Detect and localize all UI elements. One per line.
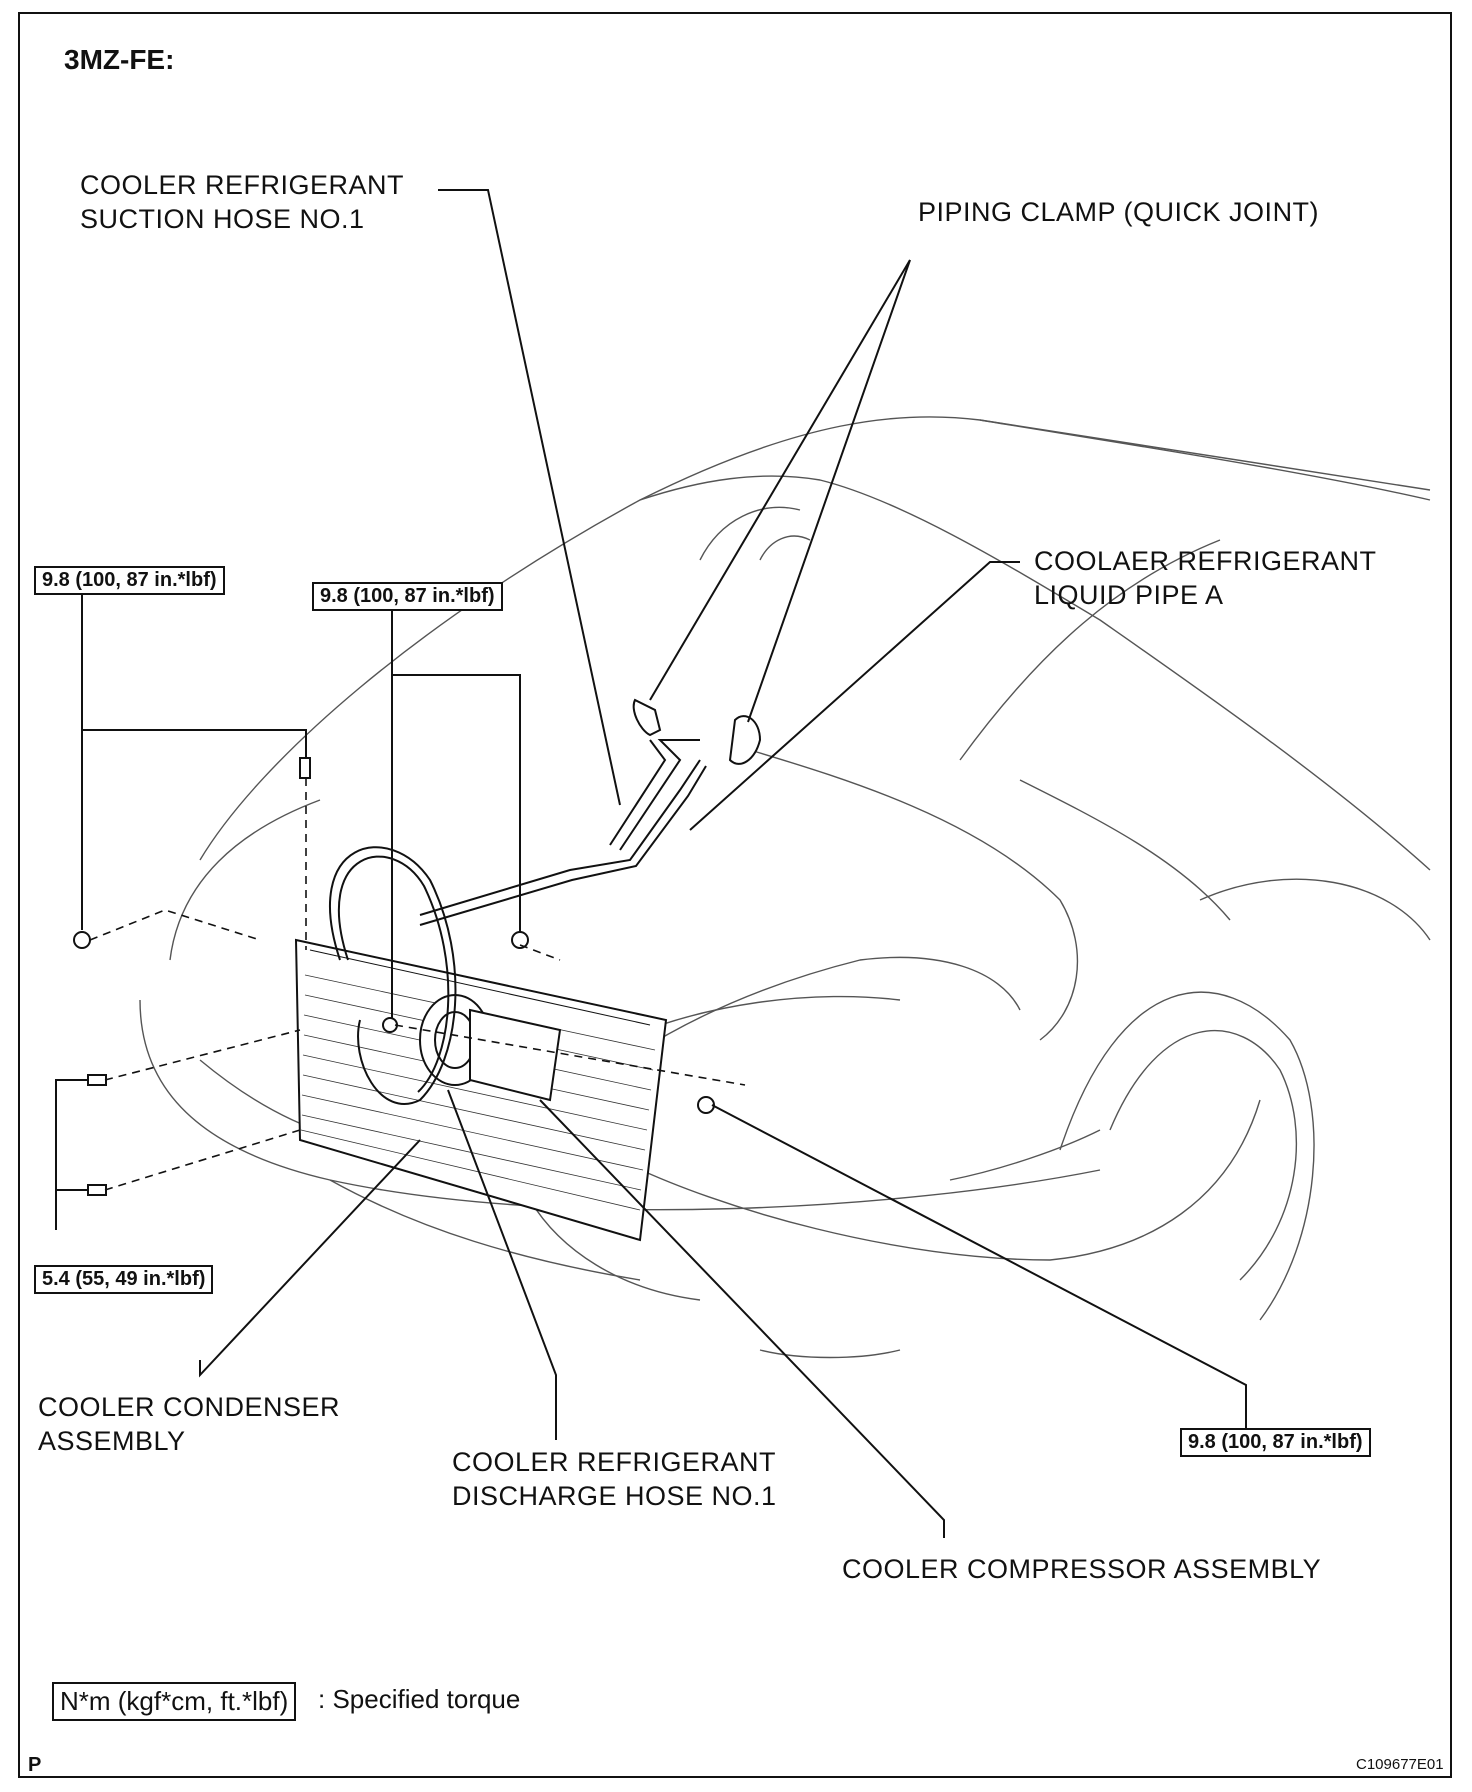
- torque-spec-center-top: 9.8 (100, 87 in.*lbf): [312, 582, 503, 611]
- engine-heading: 3MZ-FE:: [64, 44, 175, 75]
- piping-clamps: [632, 698, 762, 765]
- legend-torque-text: : Specified torque: [318, 1684, 521, 1714]
- leader-lines: [55, 189, 1247, 1538]
- label-condenser: COOLER CONDENSER ASSEMBLY: [38, 1392, 341, 1456]
- torque-spec-left-bottom: 5.4 (55, 49 in.*lbf): [34, 1265, 214, 1294]
- torque-spec-left-top: 9.8 (100, 87 in.*lbf): [34, 566, 225, 595]
- corner-letter: P: [28, 1754, 42, 1776]
- label-piping-clamp: PIPING CLAMP (QUICK JOINT): [918, 197, 1320, 227]
- label-liquid-pipe: COOLAER REFRIGERANT LIQUID PIPE A: [1034, 546, 1377, 610]
- label-suction-hose: COOLER REFRIGERANT SUCTION HOSE NO.1: [80, 170, 405, 234]
- diagram-frame: [18, 12, 1452, 1778]
- torque-spec-right: 9.8 (100, 87 in.*lbf): [1180, 1428, 1371, 1457]
- fasteners: [73, 757, 715, 1196]
- install-paths: [89, 778, 746, 1191]
- label-compressor: COOLER COMPRESSOR ASSEMBLY: [842, 1554, 1322, 1584]
- figure-code: C109677E01: [1356, 1756, 1444, 1773]
- car-outline: [139, 416, 1431, 1359]
- legend-torque-box: N*m (kgf*cm, ft.*lbf): [52, 1682, 297, 1721]
- label-discharge-hose: COOLER REFRIGERANT DISCHARGE HOSE NO.1: [452, 1447, 777, 1511]
- condenser-core: [294, 938, 668, 1242]
